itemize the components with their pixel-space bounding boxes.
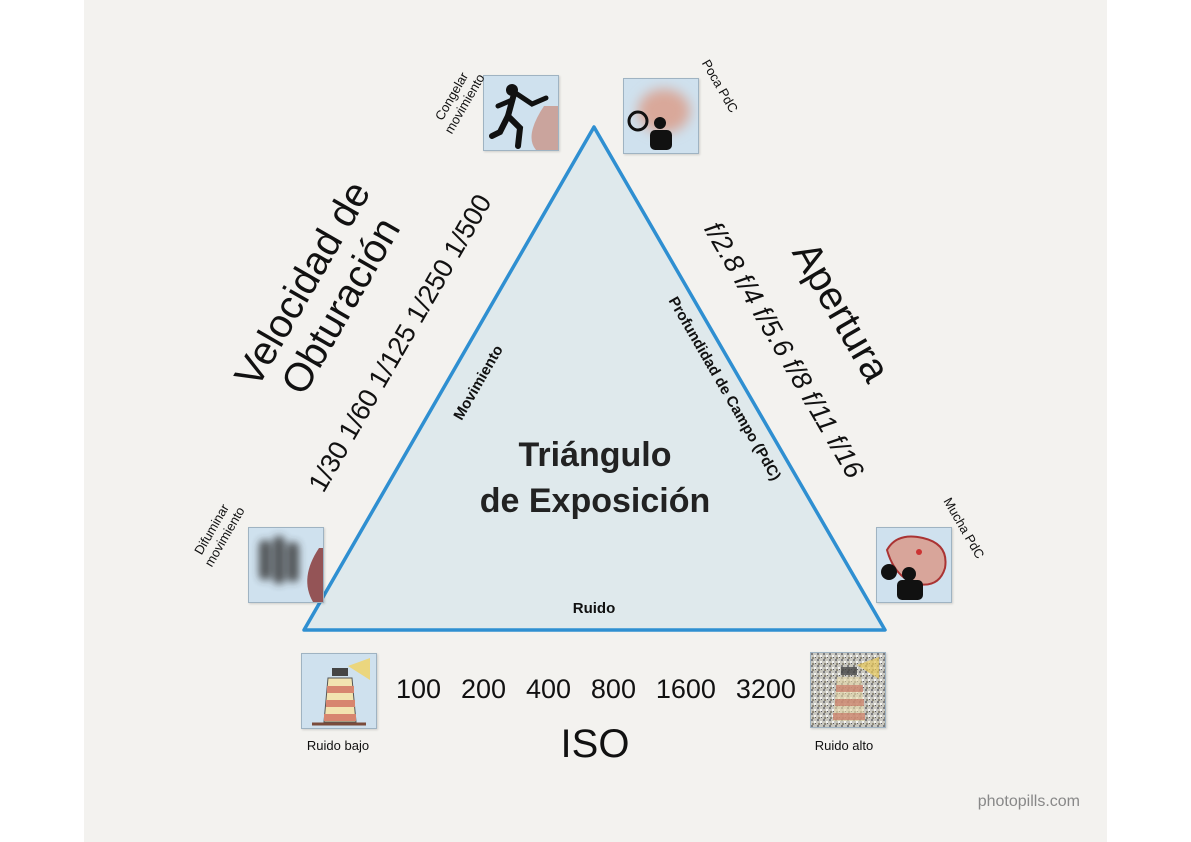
edge-label-noise: Ruido bbox=[540, 600, 648, 618]
caption-low-noise: Ruido bajo bbox=[283, 738, 393, 753]
blurred-runner-icon bbox=[249, 528, 323, 602]
iso-value: 1600 bbox=[656, 674, 716, 704]
iso-value: 800 bbox=[591, 674, 636, 704]
iso-value: 400 bbox=[526, 674, 571, 704]
iso-value: 100 bbox=[396, 674, 441, 704]
watermark: photopills.com bbox=[940, 793, 1080, 811]
iso-value: 3200 bbox=[736, 674, 796, 704]
iso-scale: 100 200 400 800 1600 3200 bbox=[396, 674, 796, 704]
sharp-background-person-icon bbox=[877, 528, 951, 602]
low-noise-thumbnail bbox=[301, 653, 377, 729]
iso-title: ISO bbox=[545, 722, 645, 766]
blur-motion-thumbnail bbox=[248, 527, 324, 603]
noisy-lighthouse-icon bbox=[811, 653, 885, 727]
lighthouse-icon bbox=[302, 654, 376, 728]
runner-icon bbox=[484, 76, 558, 150]
blurred-background-person-icon bbox=[624, 79, 698, 153]
center-title-line2: de Exposición bbox=[445, 478, 745, 524]
center-title: Triángulo de Exposición bbox=[445, 432, 745, 524]
iso-value: 200 bbox=[461, 674, 506, 704]
caption-high-noise: Ruido alto bbox=[789, 738, 899, 753]
shallow-dof-thumbnail bbox=[623, 78, 699, 154]
center-title-line1: Triángulo bbox=[445, 432, 745, 478]
freeze-motion-thumbnail bbox=[483, 75, 559, 151]
high-noise-thumbnail bbox=[810, 652, 886, 728]
deep-dof-thumbnail bbox=[876, 527, 952, 603]
